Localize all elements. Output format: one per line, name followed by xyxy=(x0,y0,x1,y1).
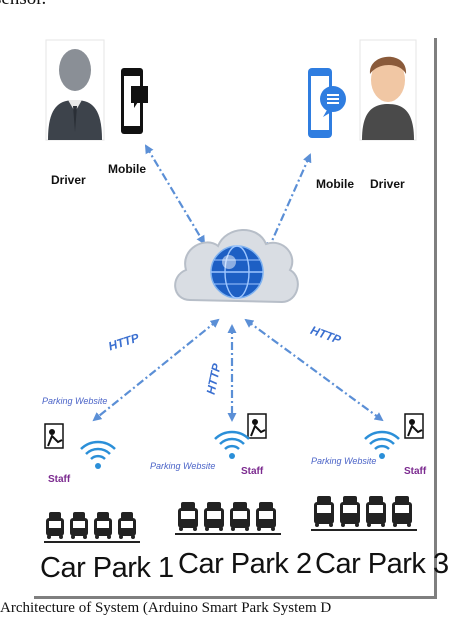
staff-icon-3 xyxy=(404,413,424,439)
cloud-server xyxy=(174,229,299,304)
wifi-icon-3 xyxy=(364,430,400,459)
arrow-cloud-carpark3 xyxy=(244,318,384,422)
arrow-mobile-left-cloud xyxy=(144,144,206,245)
staff-icon-1 xyxy=(44,423,64,449)
wifi-icon-1 xyxy=(80,440,116,469)
driver-right-avatar xyxy=(359,39,417,141)
mobile-right-device xyxy=(308,68,346,138)
mobile-right-label: Mobile xyxy=(316,177,354,191)
figure-caption: Architecture of System (Arduino Smart Pa… xyxy=(0,600,332,616)
driver-right-label: Driver xyxy=(370,177,405,191)
staff-label-3: Staff xyxy=(404,466,427,477)
parking-website-label-2: Parking Website xyxy=(150,461,216,471)
cars-row-3 xyxy=(311,496,417,531)
staff-label-1: Staff xyxy=(48,474,71,485)
car-park-2-label: Car Park 2 xyxy=(178,548,312,580)
car-park-3-label: Car Park 3 xyxy=(315,548,449,580)
driver-left-avatar xyxy=(45,39,105,141)
staff-label-2: Staff xyxy=(241,466,264,477)
car-park-1-label: Car Park 1 xyxy=(40,552,174,584)
parking-website-label-1: Parking Website xyxy=(42,396,108,406)
mobile-left-label: Mobile xyxy=(108,162,146,176)
staff-icon-2 xyxy=(247,413,267,439)
driver-left-label: Driver xyxy=(51,173,86,187)
cars-row-2 xyxy=(175,502,281,535)
cars-row-1 xyxy=(44,512,140,543)
wifi-icon-2 xyxy=(214,430,250,459)
arrow-mobile-right-cloud xyxy=(266,153,312,252)
parking-website-label-3: Parking Website xyxy=(311,456,377,466)
mobile-left-device xyxy=(121,68,148,134)
arrow-cloud-carpark1 xyxy=(92,318,220,422)
top-text-fragment: sensor. xyxy=(0,0,46,10)
